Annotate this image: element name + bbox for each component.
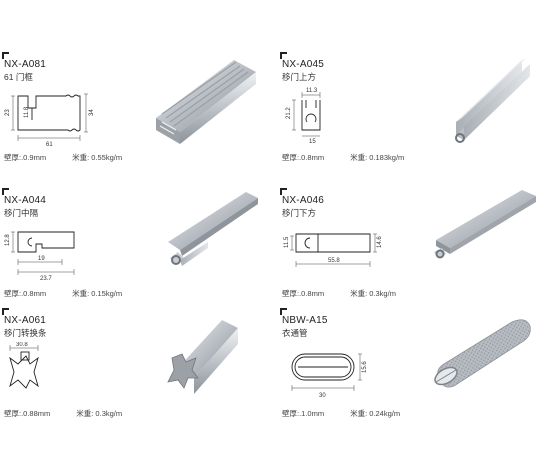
spec-line: 壁厚:.0.8mm 米重: 0.15kg/m: [4, 288, 122, 299]
dim-h1: 21.2: [286, 107, 292, 119]
product-card-nx-a045: NX-A045 移门上方 11.3 21.2 15 壁厚:.0.8mm 米重: 0…: [278, 40, 540, 176]
profile-photo: [455, 58, 530, 143]
dim-h2: 14.6: [377, 236, 383, 248]
product-name: 衣通管: [282, 328, 308, 338]
profile-drawing: 11.5 14.6 55.8: [284, 233, 383, 267]
product-card-nx-a061: NX-A061 移门转换条 30.8 壁厚:.0.88mm 米重: 0.3kg/m: [0, 296, 262, 432]
corner-mark: [2, 308, 9, 315]
dim-w1: 19: [38, 256, 45, 262]
dim-h1: 12.8: [5, 234, 11, 246]
dim-w2: 23.7: [40, 276, 52, 282]
product-card-nx-a044: NX-A044 移门中隔 12.8 19 23.7 壁厚:.0.8mm 米重: 0…: [0, 176, 262, 312]
thickness: 壁厚:.1.0mm: [282, 409, 325, 418]
thickness: 壁厚:.0.88mm: [4, 409, 51, 418]
thickness: 壁厚:.0.8mm: [4, 289, 47, 298]
product-code: NX-A045: [282, 59, 324, 70]
weight: 米重: 0.183kg/m: [350, 153, 405, 162]
dim-w: 11.3: [306, 88, 318, 94]
profile-photo: [168, 192, 258, 266]
weight: 米重: 0.3kg/m: [76, 409, 123, 418]
corner-mark: [280, 52, 287, 59]
profile-photo: [434, 190, 536, 259]
profile-drawing: 23 11.8 34 61: [5, 93, 95, 148]
weight: 米重: 0.3kg/m: [350, 289, 396, 298]
dim-h1: 23: [5, 109, 11, 116]
dim-w: 55.8: [328, 258, 340, 264]
thickness: 壁厚:.0.9mm: [4, 153, 47, 162]
dim-h1: 11.5: [284, 236, 290, 248]
product-name: 61 门框: [4, 72, 33, 82]
dim-w: 30: [319, 393, 326, 399]
corner-mark: [2, 188, 9, 195]
thickness: 壁厚:.0.8mm: [282, 289, 325, 298]
profile-photo: [167, 320, 238, 394]
corner-mark: [2, 52, 9, 59]
dim-h2: 34: [89, 109, 95, 116]
dim-h3: 11.8: [24, 106, 30, 118]
dim-w: 30.8: [16, 342, 28, 348]
corner-mark: [280, 188, 287, 195]
spec-line: 壁厚:.1.0mm 米重: 0.24kg/m: [282, 408, 400, 419]
dim-w: 61: [46, 142, 53, 148]
product-name: 移门下方: [282, 208, 317, 218]
product-name: 移门中隔: [4, 208, 39, 218]
profile-photo: [156, 60, 256, 144]
spec-line: 壁厚:.0.8mm 米重: 0.3kg/m: [282, 288, 396, 299]
weight: 米重: 0.24kg/m: [350, 409, 401, 418]
product-name: 移门上方: [282, 72, 317, 82]
weight: 米重: 0.55kg/m: [72, 153, 123, 162]
product-code: NX-A044: [4, 195, 46, 206]
weight: 米重: 0.15kg/m: [72, 289, 123, 298]
product-code: NX-A061: [4, 315, 46, 326]
profile-drawing: 12.8 19 23.7: [5, 231, 75, 282]
profile-drawing: 15.6 30: [291, 353, 368, 399]
spec-line: 壁厚:.0.9mm 米重: 0.55kg/m: [4, 152, 122, 163]
product-card-nbw-a15: NBW-A15 衣通管 15.6 30 壁厚:.1.0mm 米重: 0.24kg/…: [278, 296, 540, 432]
product-card-nx-a081: NX-A081 61 门框 23 11.8 34 61 壁厚:.0.9mm 米重:…: [0, 40, 262, 176]
profile-drawing: 30.8: [9, 342, 39, 389]
spec-line: 壁厚:.0.88mm 米重: 0.3kg/m: [4, 408, 122, 419]
thickness: 壁厚:.0.8mm: [282, 153, 325, 162]
profile-drawing: 11.3 21.2 15: [286, 88, 321, 145]
spec-line: 壁厚:.0.8mm 米重: 0.183kg/m: [282, 152, 404, 163]
product-code: NBW-A15: [282, 315, 328, 326]
product-code: NX-A081: [4, 59, 46, 70]
dim-h: 15.6: [362, 361, 368, 373]
corner-mark: [280, 308, 287, 315]
product-code: NX-A046: [282, 195, 324, 206]
profile-photo: [434, 319, 531, 388]
product-name: 移门转换条: [4, 328, 47, 338]
product-card-nx-a046: NX-A046 移门下方 11.5 14.6 55.8 壁厚:.0.8mm 米重:…: [278, 176, 540, 312]
dim-b: 15: [309, 139, 316, 145]
